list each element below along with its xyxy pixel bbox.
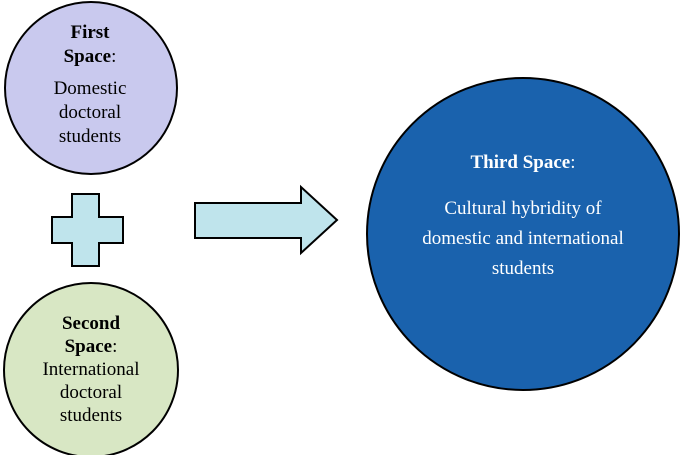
second-space-description: International doctoral students <box>42 359 140 426</box>
plus-icon <box>51 193 124 267</box>
third-space-colon: : <box>570 152 576 173</box>
first-space-description: Domestic doctoral students <box>53 78 127 147</box>
third-space-description: Cultural hybridity of domestic and inter… <box>422 198 624 279</box>
third-space-heading: Third Space <box>470 152 571 173</box>
first-space-heading-line1: First <box>70 22 110 43</box>
first-space-colon: : <box>111 46 117 67</box>
second-space-heading-line2: Space <box>64 336 113 357</box>
second-space-colon: : <box>112 336 118 357</box>
second-space-circle <box>3 282 179 455</box>
first-space-label: First Space: Domestic doctoral students <box>4 21 176 149</box>
arrow-right-icon <box>194 184 339 256</box>
third-space-circle <box>366 77 680 391</box>
first-space-heading-line2: Space <box>63 46 112 67</box>
third-space-label: Third Space: Cultural hybridity of domes… <box>370 150 676 284</box>
first-space-circle <box>4 1 178 175</box>
second-space-heading-line1: Second <box>61 313 121 334</box>
second-space-label: Second Space: International doctoral stu… <box>4 312 178 427</box>
